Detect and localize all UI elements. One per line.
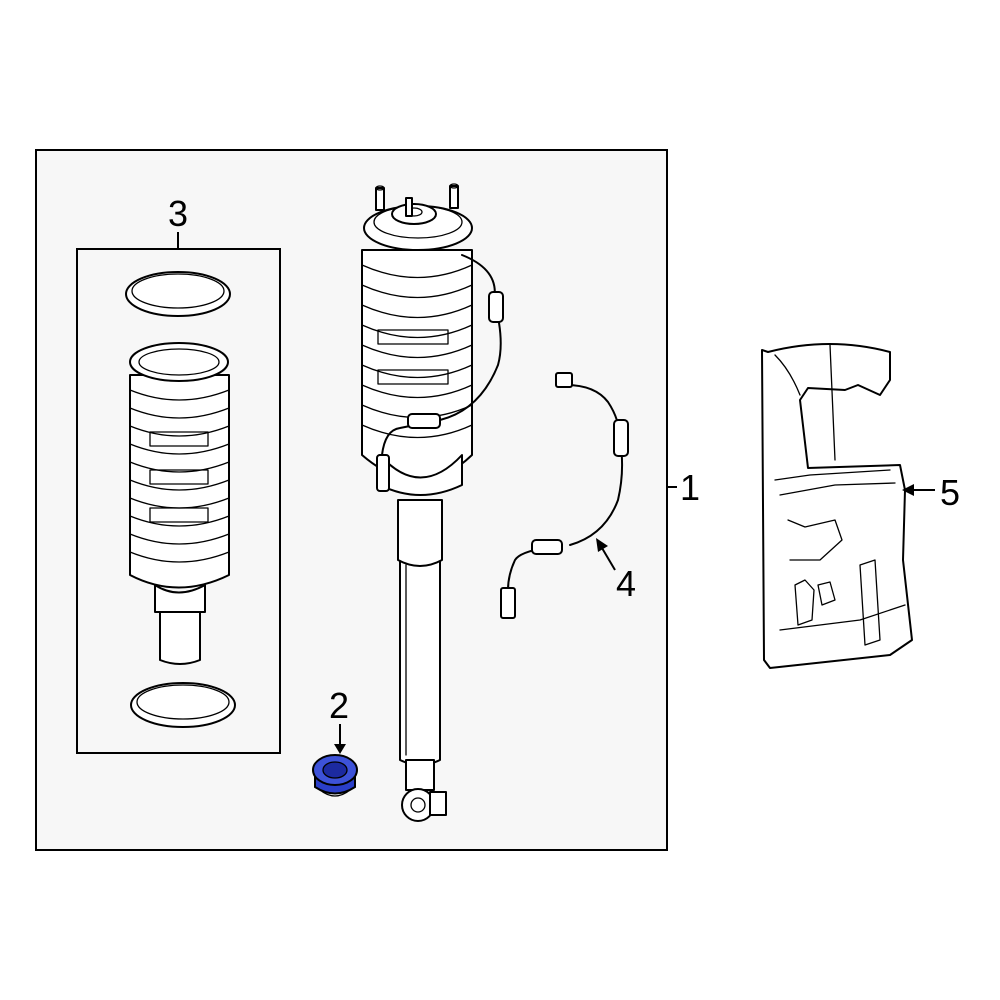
callout-4-label: 4 (616, 563, 636, 604)
callout-1-label: 1 (680, 467, 700, 508)
callout-5-arrowhead (902, 484, 914, 496)
heat-shield-icon (761, 343, 913, 669)
top-mount-icon (363, 183, 473, 251)
air-bellows-icon (129, 342, 230, 665)
lower-eye-mount-icon (401, 759, 447, 822)
air-spring-kit-icon (125, 271, 236, 728)
callout-4-leader (601, 547, 616, 571)
upper-seal-ring-icon (125, 271, 231, 317)
air-strut-assembly-icon (361, 183, 504, 822)
lower-seal-ring-icon (130, 682, 236, 728)
callout-2-arrowhead (334, 744, 346, 754)
callout-3-label: 3 (168, 193, 188, 234)
callout-2-label: 2 (329, 685, 349, 726)
callout-4-arrowhead (596, 538, 608, 552)
bushing-icon (312, 754, 358, 797)
sensor-wire-harness-icon (500, 372, 629, 619)
callout-5-label: 5 (940, 472, 960, 513)
